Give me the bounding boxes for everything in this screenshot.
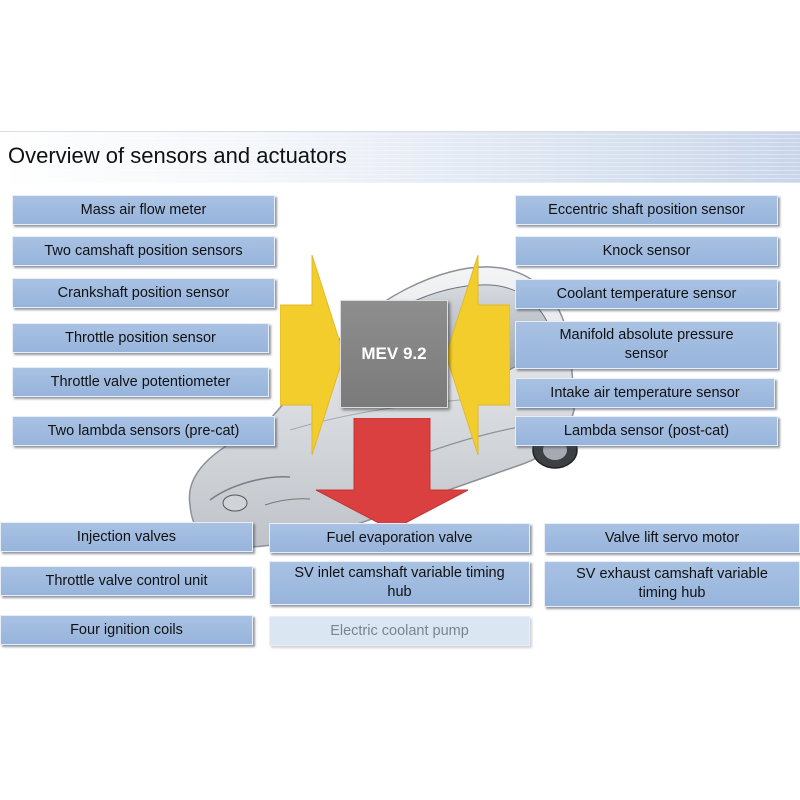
- input-crankshaft-position-sensor: Crankshaft position sensor: [12, 278, 275, 308]
- input-two-camshaft-position-sensors: Two camshaft position sensors: [12, 236, 275, 266]
- arrow-in-right-icon: [446, 255, 510, 455]
- output-valve-lift-servo-motor: Valve lift servo motor: [544, 523, 800, 553]
- input-lambda-sensor-post-cat: Lambda sensor (post-cat): [515, 416, 778, 446]
- input-intake-air-temperature-sensor: Intake air temperature sensor: [515, 378, 775, 408]
- output-injection-valves: Injection valves: [0, 522, 253, 552]
- input-coolant-temperature-sensor: Coolant temperature sensor: [515, 279, 778, 309]
- ecu-block: MEV 9.2: [340, 300, 448, 408]
- input-mass-air-flow-meter: Mass air flow meter: [12, 195, 275, 225]
- output-sv-exhaust-camshaft-timing-hub: SV exhaust camshaft variable timing hub: [544, 561, 800, 607]
- output-four-ignition-coils: Four ignition coils: [0, 615, 253, 645]
- output-throttle-valve-control-unit: Throttle valve control unit: [0, 566, 253, 596]
- arrow-out-icon: [315, 418, 469, 530]
- input-knock-sensor: Knock sensor: [515, 236, 778, 266]
- title-bar: [0, 131, 800, 183]
- output-sv-inlet-camshaft-timing-hub: SV inlet camshaft variable timing hub: [269, 561, 530, 605]
- output-electric-coolant-pump: Electric coolant pump: [269, 616, 530, 646]
- input-throttle-valve-potentiometer: Throttle valve potentiometer: [12, 367, 269, 397]
- output-fuel-evaporation-valve: Fuel evaporation valve: [269, 523, 530, 553]
- input-eccentric-shaft-position-sensor: Eccentric shaft position sensor: [515, 195, 778, 225]
- input-two-lambda-sensors: Two lambda sensors (pre-cat): [12, 416, 275, 446]
- arrow-in-left-icon: [280, 255, 344, 455]
- input-manifold-absolute-pressure-sensor: Manifold absolute pressure sensor: [515, 321, 778, 369]
- slide-title: Overview of sensors and actuators: [8, 143, 347, 168]
- input-throttle-position-sensor: Throttle position sensor: [12, 323, 269, 353]
